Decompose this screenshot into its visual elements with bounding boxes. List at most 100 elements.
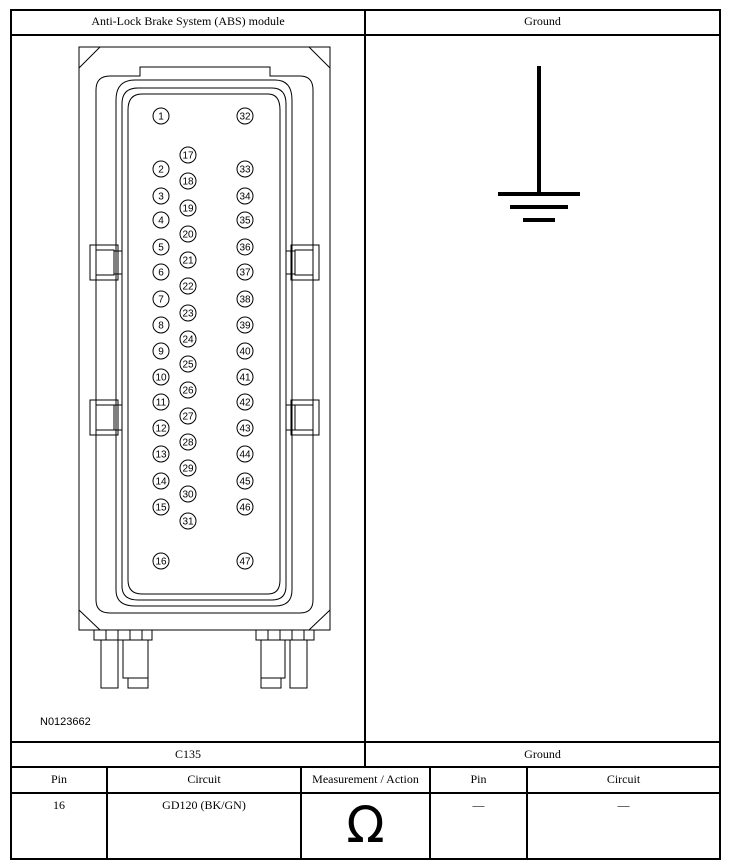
connector-pin-label: 46 [239, 503, 251, 514]
connector-pin-label: 5 [158, 243, 164, 254]
connector-pin-label: 4 [158, 216, 164, 227]
connector-pin-label: 38 [239, 295, 251, 306]
connector-pin-label: 16 [155, 557, 167, 568]
connector-pin [236, 160, 254, 178]
connector-pin-label: 28 [182, 438, 194, 449]
connector-pin-label: 27 [182, 412, 194, 423]
connector-pins: 1234567891011121314151617181920212223242… [152, 107, 254, 570]
connector-pin [179, 381, 197, 399]
connector-pin [152, 263, 170, 281]
connector-pin [152, 107, 170, 125]
connector-pin-label: 7 [158, 295, 164, 306]
connector-pin [179, 225, 197, 243]
connector-pin [179, 485, 197, 503]
connector-pin [179, 146, 197, 164]
connector-pin-label: 22 [182, 282, 194, 293]
connector-pin [179, 304, 197, 322]
connector-pin-label: 12 [155, 424, 167, 435]
connector-pin-label: 20 [182, 230, 194, 241]
connector-pin-label: 37 [239, 268, 251, 279]
connector-pin-label: 40 [239, 347, 251, 358]
grid-line [10, 792, 721, 794]
connector-pin-label: 14 [155, 477, 167, 488]
connector-pin [179, 355, 197, 373]
component-header-right: Ground [524, 14, 561, 28]
row-circuit-2: — [617, 798, 630, 812]
connector-pin [152, 552, 170, 570]
connector-pin-label: 10 [155, 373, 167, 384]
connector-pin [179, 172, 197, 190]
connector-pin-label: 2 [158, 165, 164, 176]
connector-pin [179, 459, 197, 477]
connector-pin-label: 15 [155, 503, 167, 514]
connector-pin-label: 8 [158, 321, 164, 332]
connector-pin-label: 39 [239, 321, 251, 332]
connector-pin [236, 393, 254, 411]
connector-pin [152, 393, 170, 411]
connector-pin [236, 552, 254, 570]
connector-pin [236, 211, 254, 229]
ground-label: Ground [524, 747, 561, 761]
connector-pin [236, 498, 254, 516]
connector-pin-label: 30 [182, 490, 194, 501]
grid-line [300, 766, 302, 860]
connector-pin-label: 35 [239, 216, 251, 227]
connector-pin [179, 251, 197, 269]
connector-pin-label: 43 [239, 424, 251, 435]
connector-pin-label: 11 [156, 398, 167, 409]
connector-pin [152, 316, 170, 334]
connector-pin [179, 330, 197, 348]
connector-pin [236, 238, 254, 256]
connector-pin-label: 19 [182, 204, 194, 215]
connector-pin [152, 187, 170, 205]
connector-pin-label: 3 [158, 192, 164, 203]
grid-line [364, 9, 366, 768]
connector-pin [179, 199, 197, 217]
row-pin-2: — [472, 798, 485, 812]
connector-pin [236, 445, 254, 463]
connector-pin-label: 24 [182, 335, 194, 346]
connector-pin-label: 25 [182, 360, 194, 371]
connector-pin-label: 34 [239, 192, 251, 203]
connector-pin-label: 44 [239, 450, 251, 461]
connector-pin-label: 29 [182, 464, 194, 475]
connector-label: C135 [174, 747, 201, 761]
row-circuit: GD120 (BK/GN) [162, 798, 246, 812]
connector-pin-label: 6 [158, 268, 164, 279]
column-header-circuit-2: Circuit [606, 772, 641, 786]
connector-pin-label: 47 [239, 557, 251, 568]
row-pin: 16 [53, 798, 65, 812]
connector-pin-label: 13 [155, 450, 167, 461]
connector-pin-label: 21 [182, 256, 194, 267]
ohm-icon: Ω [346, 796, 385, 854]
connector-pin [236, 107, 254, 125]
connector-pin [179, 407, 197, 425]
connector-pin-label: 23 [182, 309, 194, 320]
ground-symbol-icon [498, 66, 580, 222]
component-header-left: Anti-Lock Brake System (ABS) module [91, 14, 285, 28]
connector-pin-label: 42 [239, 398, 251, 409]
connector-pin [236, 290, 254, 308]
connector-pin-label: 9 [158, 347, 164, 358]
connector-pin [152, 419, 170, 437]
reference-number: N0123662 [40, 716, 91, 728]
connector-pin-label: 26 [182, 386, 194, 397]
connector-pin [236, 368, 254, 386]
connector-pin-label: 31 [182, 517, 194, 528]
connector-pin [179, 433, 197, 451]
column-header-pin-2: Pin [470, 772, 487, 786]
connector-pin [236, 472, 254, 490]
connector-pin-label: 18 [182, 177, 194, 188]
connector-pin [152, 342, 170, 360]
connector-pin-label: 36 [239, 243, 251, 254]
connector-pin-label: 33 [239, 165, 251, 176]
grid-line [526, 766, 528, 860]
connector-pin [236, 187, 254, 205]
connector-pin-label: 17 [182, 151, 194, 162]
column-header-pin: Pin [50, 772, 67, 786]
column-header-measurement: Measurement / Action [312, 772, 419, 786]
connector-pin [152, 368, 170, 386]
connector-pin [236, 263, 254, 281]
connector-pin [236, 419, 254, 437]
connector-pin [152, 472, 170, 490]
